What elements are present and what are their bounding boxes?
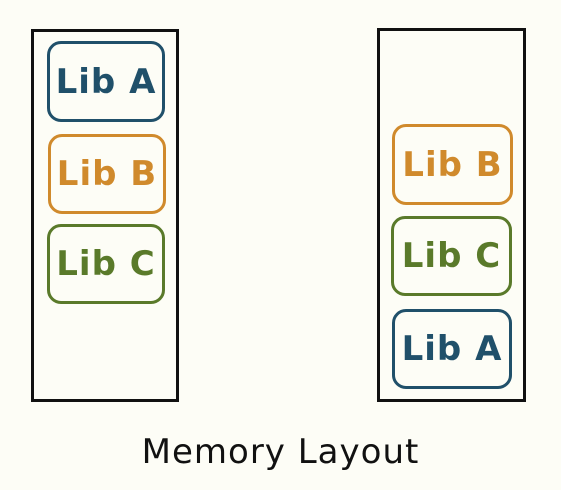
- lib-block-c: Lib C: [47, 224, 165, 304]
- memory-column-left: Lib A Lib B Lib C: [31, 29, 179, 402]
- memory-column-right: Lib B Lib C Lib A: [377, 28, 526, 402]
- lib-block-label: Lib B: [56, 154, 158, 194]
- diagram-caption: Memory Layout: [141, 432, 420, 472]
- lib-block-a: Lib A: [392, 309, 512, 389]
- lib-block-c: Lib C: [391, 216, 512, 296]
- lib-block-b: Lib B: [392, 124, 513, 205]
- lib-block-a: Lib A: [47, 41, 165, 122]
- lib-block-label: Lib C: [56, 244, 156, 284]
- lib-block-label: Lib B: [402, 144, 503, 185]
- lib-block-label: Lib A: [55, 61, 157, 102]
- lib-block-label: Lib C: [401, 236, 502, 276]
- lib-block-label: Lib A: [401, 329, 503, 369]
- lib-block-b: Lib B: [48, 134, 166, 214]
